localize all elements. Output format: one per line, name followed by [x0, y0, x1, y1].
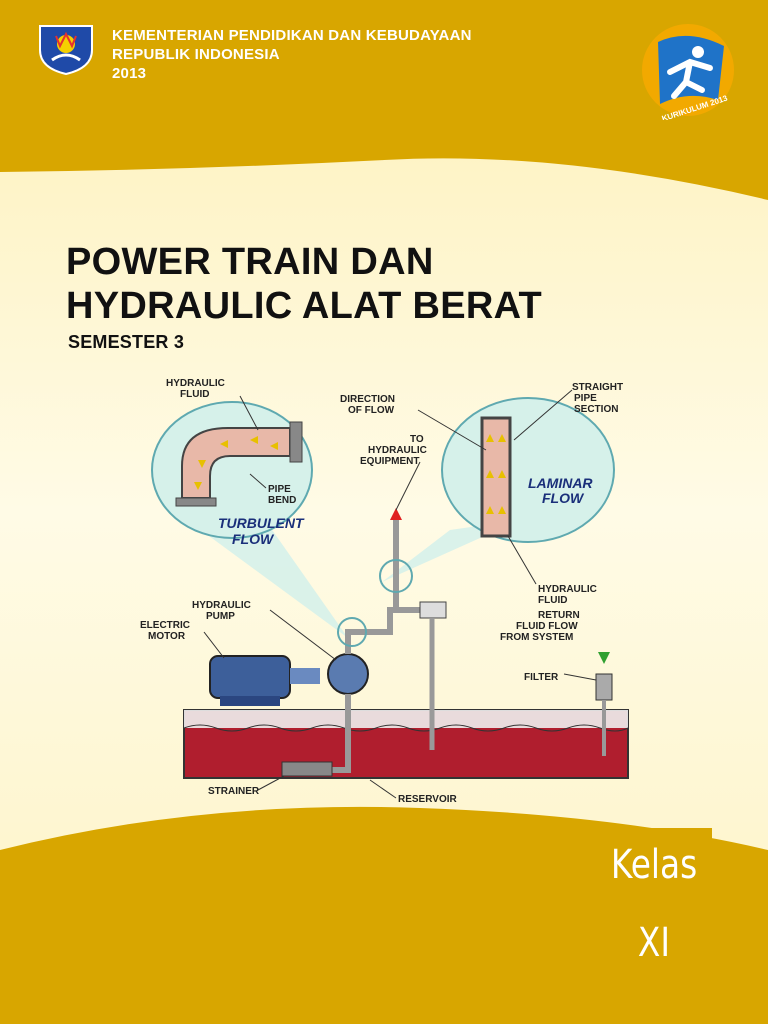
- label-hydraulic-fluid-top: HYDRAULIC FLUID: [166, 378, 228, 400]
- label-strainer: STRAINER: [208, 786, 260, 797]
- hydraulic-pump-icon: [327, 653, 369, 695]
- grade-label: Kelas: [610, 842, 698, 888]
- label-turbulent-flow: TURBULENT FLOW: [218, 515, 307, 547]
- year: 2013: [112, 65, 147, 82]
- label-hydraulic-fluid-bottom: HYDRAULIC FLUID: [538, 584, 600, 606]
- label-return-fluid-flow: RETURN FLUID FLOW FROM SYSTEM: [500, 610, 582, 643]
- book-title: POWER TRAIN DAN HYDRAULIC ALAT BERAT: [66, 240, 542, 328]
- title-line-2: HYDRAULIC ALAT BERAT: [66, 285, 543, 327]
- label-filter: FILTER: [524, 672, 559, 683]
- label-hydraulic-pump: HYDRAULIC PUMP: [192, 600, 254, 622]
- kurikulum-2013-logo-icon: KURIKULUM 2013: [642, 24, 734, 120]
- ministry-header: KEMENTERIAN PENDIDIKAN DAN KEBUDAYAAN RE…: [112, 26, 472, 83]
- label-laminar-flow: LAMINAR FLOW: [528, 475, 596, 506]
- flow-up-arrow-icon: [390, 508, 402, 520]
- electric-motor-icon: [209, 655, 291, 699]
- semester-label: SEMESTER 3: [68, 332, 185, 352]
- title-line-1: POWER TRAIN DAN: [66, 241, 434, 283]
- hydraulic-system-diagram: HYDRAULIC FLUID PIPE BEND TURBULENT FLOW…: [140, 378, 629, 805]
- laminar-flow-bubble: [441, 397, 615, 543]
- strainer-icon: [281, 761, 333, 777]
- label-pipe-bend: PIPE BEND: [268, 484, 296, 506]
- ministry-name: KEMENTERIAN PENDIDIKAN DAN KEBUDAYAAN: [112, 27, 472, 44]
- straight-pipe-icon: [480, 416, 512, 538]
- country-name: REPUBLIK INDONESIA: [112, 46, 280, 63]
- label-straight-pipe-section: STRAIGHT PIPE SECTION: [572, 382, 626, 415]
- label-direction-of-flow: DIRECTION OF FLOW: [340, 394, 398, 416]
- label-to-hydraulic-equipment: TO HYDRAULIC EQUIPMENT: [360, 434, 430, 467]
- ministry-logo-icon: [39, 25, 93, 76]
- filter-icon: [595, 673, 613, 701]
- return-flow-arrow-icon: [598, 652, 610, 664]
- grade-value: XI: [637, 920, 671, 966]
- grade-badge: Kelas XI: [596, 828, 712, 1024]
- label-reservoir: RESERVOIR: [398, 794, 457, 805]
- label-electric-motor: ELECTRIC MOTOR: [140, 620, 193, 642]
